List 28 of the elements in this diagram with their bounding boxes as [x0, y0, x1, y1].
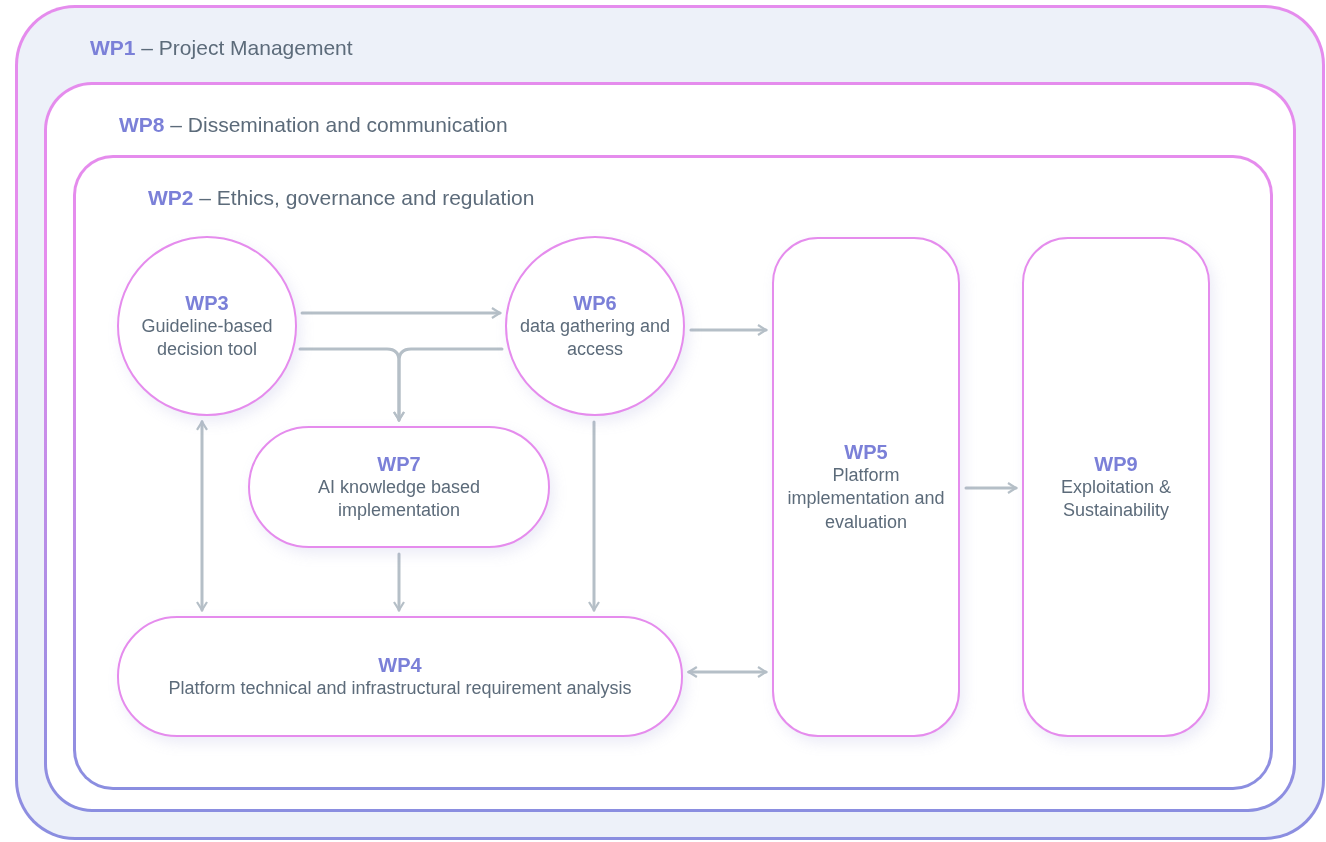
package-title: Platform technical and infrastructural requirement analysis	[168, 676, 632, 700]
package-number: WP5	[844, 439, 888, 464]
package-title: AI knowledge based implementation	[316, 475, 482, 522]
arrow	[964, 481, 1018, 495]
package-title: Guideline-based decision tool	[140, 314, 274, 361]
package-number: WP4	[378, 652, 422, 677]
arrow	[689, 323, 768, 337]
work-package-frame	[44, 82, 1296, 812]
frame-title: WP8 – Dissemination and communication	[119, 113, 508, 137]
package-number: WP3	[185, 290, 229, 315]
work-package-card	[1022, 237, 1210, 737]
package-number: WP6	[573, 290, 617, 315]
package-title: data gathering and access	[518, 314, 672, 361]
work-package-card	[772, 237, 960, 737]
arrow	[587, 420, 601, 612]
package-title: Platform implementation and evaluation	[786, 463, 946, 534]
frame-title: WP1 – Project Management	[90, 36, 353, 60]
work-package-frame	[73, 155, 1273, 790]
arrow	[195, 420, 209, 612]
arrow	[392, 347, 504, 422]
package-number: WP9	[1094, 451, 1138, 476]
arrow	[300, 306, 502, 320]
arrow	[687, 665, 768, 679]
work-package-frame	[15, 5, 1325, 840]
frame-title: WP2 – Ethics, governance and regulation	[148, 186, 535, 210]
arrow	[392, 552, 406, 612]
package-number: WP7	[377, 451, 421, 476]
package-title: Exploitation & Sustainability	[1059, 475, 1173, 522]
